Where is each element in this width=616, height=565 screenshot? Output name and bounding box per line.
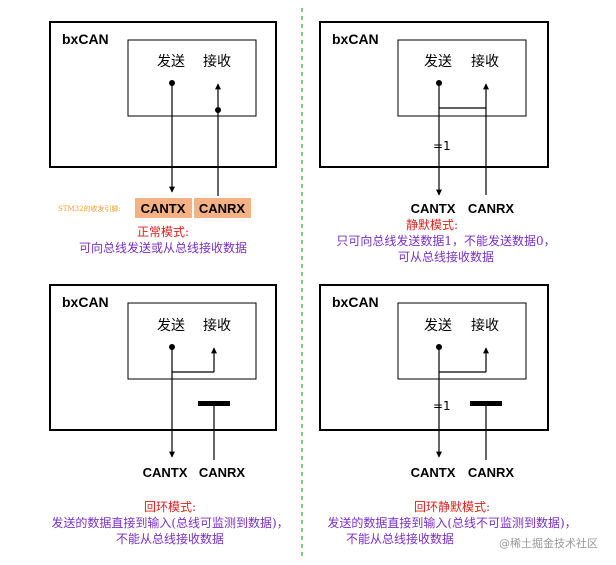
panel-silent: bxCAN 发送 接收 =1 CANTX CANRX 静默模式: 只可向总线发送… <box>319 21 556 264</box>
normal-title: 正常模式: <box>137 225 189 239</box>
watermark: @稀土掘金技术社区 <box>499 536 598 550</box>
cantx-label: CANTX <box>411 201 456 216</box>
receive-label: 接收 <box>203 317 231 334</box>
bxcan-block <box>49 21 277 168</box>
canrx-label: CANRX <box>199 465 246 480</box>
send-label: 发送 <box>157 54 185 70</box>
canrx-highlight <box>194 198 251 218</box>
bxcan-block <box>319 284 549 431</box>
send-label: 发送 <box>424 318 452 334</box>
bxcan-label: bxCAN <box>332 294 379 310</box>
inner-block <box>127 302 257 380</box>
loop-line <box>171 347 214 373</box>
panel-silent-loopback: bxCAN 发送 接收 =1 CANTX CANRX 回环静默模式: 发送的数据… <box>319 284 577 546</box>
loopback-desc1: 发送的数据直接到输入(总线可监测到数据)， <box>51 515 288 530</box>
cantx-highlight <box>135 198 192 218</box>
silent-loopback-title: 回环静默模式: <box>414 499 490 514</box>
silent-loopback-desc1: 发送的数据直接到输入(总线不可监测到数据)， <box>327 515 576 530</box>
cantx-label: CANTX <box>141 201 186 216</box>
bxcan-label: bxCAN <box>62 294 109 310</box>
panel-loopback: bxCAN 发送 接收 CANTX CANRX 回环模式: 发送的数据直接到输入… <box>49 284 289 546</box>
receive-label: 接收 <box>471 317 499 334</box>
eq-one-label: =1 <box>433 139 451 153</box>
rx-blocker <box>198 401 230 406</box>
normal-desc: 可向总线发送或从总线接收数据 <box>79 240 247 255</box>
canrx-label: CANRX <box>199 201 246 216</box>
inner-block <box>397 39 527 117</box>
silent-desc1: 只可向总线发送数据1，不能发送数据0， <box>336 233 555 248</box>
cantx-label: CANTX <box>143 465 188 480</box>
canrx-label: CANRX <box>468 201 515 216</box>
bxcan-label: bxCAN <box>62 31 109 47</box>
loop-line <box>438 347 486 373</box>
send-label: 发送 <box>157 318 185 334</box>
cantx-label: CANTX <box>411 465 456 480</box>
bxcan-label: bxCAN <box>332 31 379 47</box>
loop-line <box>438 83 486 109</box>
silent-desc2: 可从总线接收数据 <box>398 249 494 264</box>
eq-one-label: =1 <box>433 399 451 413</box>
send-label: 发送 <box>424 54 452 70</box>
silent-title: 静默模式: <box>406 217 458 232</box>
rx-blocker <box>470 401 502 406</box>
loopback-title: 回环模式: <box>144 500 196 514</box>
loopback-desc2: 不能从总线接收数据 <box>116 531 224 546</box>
pin-note: STM32的收发引脚: <box>58 204 121 213</box>
bxcan-block <box>49 284 277 431</box>
receive-label: 接收 <box>471 53 499 70</box>
inner-block <box>397 302 527 380</box>
inner-block <box>127 39 257 117</box>
receive-label: 接收 <box>203 53 231 70</box>
silent-loopback-desc2: 不能从总线接收数据 <box>346 531 454 546</box>
bxcan-block <box>319 21 549 168</box>
panel-normal: bxCAN 发送 接收 STM32的收发引脚: CANTX CANRX 正常模式… <box>49 21 277 255</box>
canrx-label: CANRX <box>468 465 515 480</box>
